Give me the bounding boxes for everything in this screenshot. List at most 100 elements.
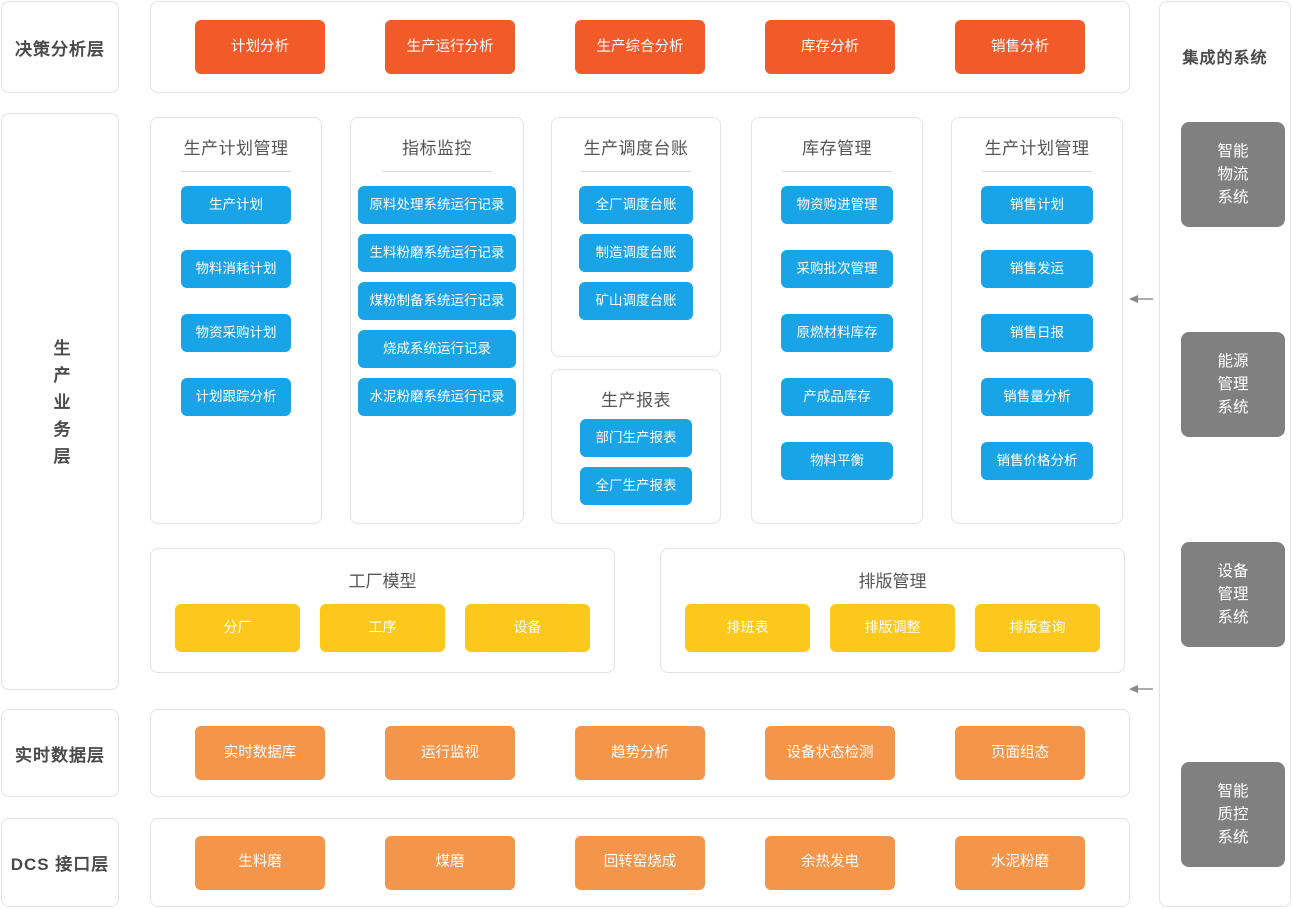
module-item-inventory-3[interactable]: 产成品库存 [781, 378, 893, 416]
module-item-label: 制造调度台账 [595, 244, 677, 260]
dcs-button-4[interactable]: 水泥粉磨 [955, 835, 1085, 890]
integrated-system-quality-label: 智能 质控 系统 [1217, 782, 1249, 847]
integrated-system-equipment-label: 设备 管理 系统 [1217, 562, 1249, 627]
module-index-monitor: 指标监控 原料处理系统运行记录 生料粉磨系统运行记录 煤粉制备系统运行记录 烧成… [350, 117, 524, 524]
module-item-index-monitor-4[interactable]: 水泥粉磨系统运行记录 [358, 378, 516, 416]
group-item-factory-0[interactable]: 分厂 [175, 604, 300, 652]
group-item-label: 设备 [513, 619, 542, 636]
module-item-sales-2[interactable]: 销售日报 [981, 314, 1093, 352]
module-item-sales-0[interactable]: 销售计划 [981, 186, 1093, 224]
group-item-schedule-0[interactable]: 排班表 [685, 604, 810, 652]
module-item-sales-3[interactable]: 销售量分析 [981, 378, 1093, 416]
decision-button-4[interactable]: 销售分析 [955, 20, 1085, 74]
arrow-left-icon [1129, 685, 1153, 693]
layer-label-decision-text: 决策分析层 [15, 39, 105, 59]
group-item-schedule-1[interactable]: 排版调整 [830, 604, 955, 652]
module-item-dispatch-2[interactable]: 矿山调度台账 [579, 282, 693, 320]
module-item-inventory-1[interactable]: 采购批次管理 [781, 250, 893, 288]
module-inventory-title: 库存管理 [802, 139, 872, 158]
decision-button-0[interactable]: 计划分析 [195, 20, 325, 74]
module-item-sales-1[interactable]: 销售发运 [981, 250, 1093, 288]
dcs-button-1[interactable]: 煤磨 [385, 835, 515, 890]
realtime-button-4[interactable]: 页面组态 [955, 726, 1085, 780]
layer-label-business-text: 生产业务层 [50, 339, 70, 474]
module-item-index-monitor-0[interactable]: 原料处理系统运行记录 [358, 186, 516, 224]
layer-label-decision: 决策分析层 [1, 1, 119, 93]
layer-label-dcs: DCS 接口层 [1, 818, 119, 907]
group-item-factory-2[interactable]: 设备 [465, 604, 590, 652]
module-item-label: 原燃材料库存 [796, 324, 878, 340]
module-divider [982, 171, 1092, 172]
decision-button-0-label: 计划分析 [231, 38, 289, 55]
group-schedule-management: 排版管理 排班表 排版调整 排版查询 [660, 548, 1125, 673]
dcs-button-3[interactable]: 余热发电 [765, 835, 895, 890]
realtime-button-0[interactable]: 实时数据库 [195, 726, 325, 780]
module-item-index-monitor-2[interactable]: 煤粉制备系统运行记录 [358, 282, 516, 320]
module-item-label: 烧成系统运行记录 [383, 340, 491, 356]
realtime-button-2-label: 趋势分析 [611, 744, 669, 761]
module-item-dispatch-0[interactable]: 全厂调度台账 [579, 186, 693, 224]
module-item-label: 销售量分析 [1003, 388, 1071, 404]
dcs-button-0[interactable]: 生料磨 [195, 835, 325, 890]
module-index-monitor-list: 原料处理系统运行记录 生料粉磨系统运行记录 煤粉制备系统运行记录 烧成系统运行记… [351, 186, 523, 523]
module-item-label: 全厂调度台账 [595, 196, 677, 212]
module-item-index-monitor-1[interactable]: 生料粉磨系统运行记录 [358, 234, 516, 272]
module-item-production-plan-3[interactable]: 计划跟踪分析 [181, 378, 291, 416]
module-item-label: 销售日报 [1010, 324, 1064, 340]
integrated-system-quality[interactable]: 智能 质控 系统 [1181, 762, 1285, 867]
integrated-systems-panel: 集成的系统 智能 物流 系统 能源 管理 系统 设备 管理 系统 智能 质控 系… [1159, 1, 1291, 907]
decision-button-3-label: 库存分析 [801, 38, 859, 55]
realtime-button-3-label: 设备状态检测 [786, 744, 874, 761]
module-item-index-monitor-3[interactable]: 烧成系统运行记录 [358, 330, 516, 368]
module-item-label: 销售发运 [1010, 260, 1064, 276]
group-item-factory-1[interactable]: 工序 [320, 604, 445, 652]
integrated-system-equipment[interactable]: 设备 管理 系统 [1181, 542, 1285, 647]
module-sales-plan: 生产计划管理 销售计划 销售发运 销售日报 销售量分析 销售价格分析 [951, 117, 1123, 524]
realtime-button-0-label: 实时数据库 [223, 744, 297, 761]
decision-button-4-label: 销售分析 [991, 38, 1049, 55]
module-item-inventory-0[interactable]: 物资购进管理 [781, 186, 893, 224]
module-inventory: 库存管理 物资购进管理 采购批次管理 原燃材料库存 产成品库存 物料平衡 [751, 117, 923, 524]
module-item-report-0[interactable]: 部门生产报表 [580, 419, 692, 457]
decision-analysis-panel: 计划分析 生产运行分析 生产综合分析 库存分析 销售分析 [150, 1, 1130, 93]
module-item-inventory-4[interactable]: 物料平衡 [781, 442, 893, 480]
module-item-report-1[interactable]: 全厂生产报表 [580, 467, 692, 505]
integrated-system-energy[interactable]: 能源 管理 系统 [1181, 332, 1285, 437]
layer-label-realtime-text: 实时数据层 [15, 745, 105, 765]
dcs-button-4-label: 水泥粉磨 [991, 854, 1049, 871]
module-item-production-plan-1[interactable]: 物料消耗计划 [181, 250, 291, 288]
module-item-label: 采购批次管理 [796, 260, 878, 276]
group-factory-model-row: 分厂 工序 设备 [175, 604, 590, 652]
realtime-button-3[interactable]: 设备状态检测 [765, 726, 895, 780]
decision-button-1[interactable]: 生产运行分析 [385, 20, 515, 74]
integration-arrow-top [1129, 292, 1153, 304]
decision-button-2[interactable]: 生产综合分析 [575, 20, 705, 74]
dcs-button-2[interactable]: 回转窑烧成 [575, 835, 705, 890]
module-production-report: 生产报表 部门生产报表 全厂生产报表 [551, 369, 721, 524]
group-item-label: 排版查询 [1009, 619, 1066, 636]
module-item-production-plan-2[interactable]: 物资采购计划 [181, 314, 291, 352]
realtime-button-2[interactable]: 趋势分析 [575, 726, 705, 780]
integrated-system-logistics[interactable]: 智能 物流 系统 [1181, 122, 1285, 227]
decision-button-3[interactable]: 库存分析 [765, 20, 895, 74]
module-item-inventory-2[interactable]: 原燃材料库存 [781, 314, 893, 352]
group-schedule-management-row: 排班表 排版调整 排版查询 [685, 604, 1100, 652]
module-item-label: 销售价格分析 [996, 452, 1078, 468]
module-dispatch-ledger-list: 全厂调度台账 制造调度台账 矿山调度台账 [552, 186, 720, 356]
group-item-schedule-2[interactable]: 排版查询 [975, 604, 1100, 652]
module-production-report-title: 生产报表 [601, 391, 671, 410]
module-item-dispatch-1[interactable]: 制造调度台账 [579, 234, 693, 272]
module-divider [581, 171, 691, 172]
integrated-system-energy-label: 能源 管理 系统 [1217, 352, 1249, 417]
module-production-plan-title: 生产计划管理 [183, 139, 289, 158]
group-schedule-management-title: 排版管理 [858, 572, 927, 591]
module-production-plan: 生产计划管理 生产计划 物料消耗计划 物资采购计划 计划跟踪分析 [150, 117, 322, 524]
module-item-label: 煤粉制备系统运行记录 [369, 292, 505, 308]
module-inventory-list: 物资购进管理 采购批次管理 原燃材料库存 产成品库存 物料平衡 [752, 186, 922, 523]
module-divider [382, 171, 492, 172]
module-item-production-plan-0[interactable]: 生产计划 [181, 186, 291, 224]
module-item-sales-4[interactable]: 销售价格分析 [981, 442, 1093, 480]
dcs-button-0-label: 生料磨 [238, 854, 282, 871]
realtime-button-1[interactable]: 运行监视 [385, 726, 515, 780]
